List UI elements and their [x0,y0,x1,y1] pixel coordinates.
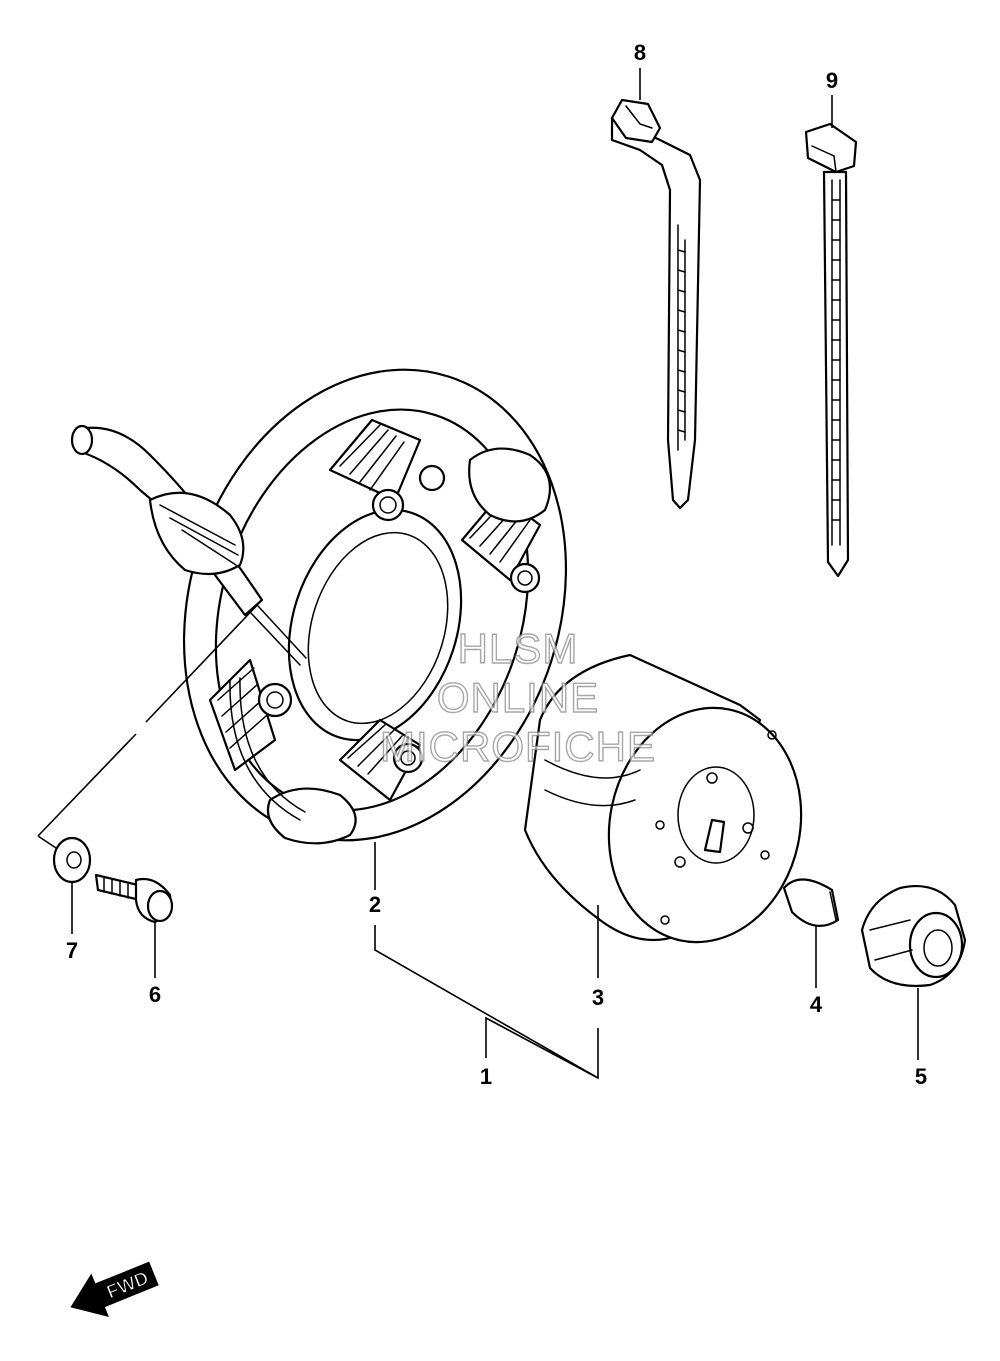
callout-2: 2 [369,892,381,917]
bolt-part-6[interactable] [94,873,174,924]
callout-3: 3 [592,985,604,1010]
cable-tie-part-9[interactable] [804,122,858,578]
flange-nut-part-5[interactable] [860,884,967,987]
watermark-line-1: HLSM [458,625,579,672]
callout-5: 5 [915,1064,927,1089]
watermark-line-2: ONLINE [437,674,599,721]
leader-lines [37,68,919,1080]
callout-6: 6 [149,982,161,1007]
callouts: 8 9 2 3 1 4 5 7 6 [66,40,927,1089]
rotor-flywheel-part-3[interactable] [523,653,822,960]
washer-part-7[interactable] [52,836,92,884]
callout-7: 7 [66,938,78,963]
watermark: HLSM ONLINE MICROFICHE [379,624,656,770]
callout-1: 1 [480,1064,492,1089]
cable-tie-clip-part-8[interactable] [610,98,702,510]
woodruff-key-part-4[interactable] [782,878,840,928]
callout-9: 9 [826,68,838,93]
stator-assembly-part-2[interactable] [70,320,625,891]
callout-4: 4 [810,992,823,1017]
callout-8: 8 [634,40,646,65]
fwd-arrow: FWD [70,1261,159,1317]
watermark-line-3: MICROFICHE [380,723,656,770]
